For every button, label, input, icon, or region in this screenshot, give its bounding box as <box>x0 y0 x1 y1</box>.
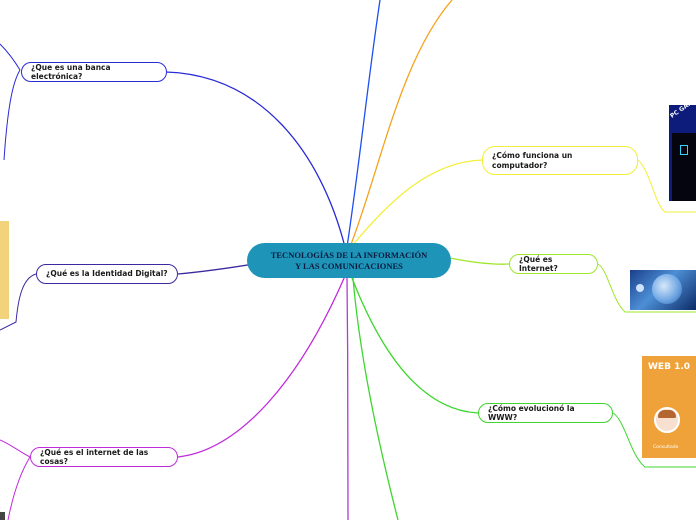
topic-como-funciona-computador[interactable]: ¿Cómo funciona un computador? <box>482 146 638 175</box>
topic-computador-label: ¿Cómo funciona un computador? <box>492 151 587 170</box>
avatar <box>654 407 680 433</box>
pc-case-led <box>680 145 688 155</box>
network-node-icon <box>636 284 644 292</box>
connector-bottom-green <box>353 278 398 520</box>
identidad-digital-image <box>0 221 9 319</box>
connector-internet <box>450 258 509 264</box>
connector-iot <box>178 276 345 457</box>
central-topic[interactable]: TECNOLOGÍAS DE LA INFORMACIÓN Y LAS COMU… <box>247 243 451 278</box>
connector-banca-left <box>4 70 20 160</box>
topic-www-label: ¿Cómo evolucionó la WWW? <box>488 404 603 423</box>
web-1-0-image: WEB 1.0 Consultado <box>642 356 696 458</box>
connector-banca-left2 <box>0 44 20 70</box>
topic-identidad-digital[interactable]: ¿Qué es la Identidad Digital? <box>36 264 178 284</box>
topic-banca-label: ¿Que es una banca electrónica? <box>31 63 157 82</box>
pc-case-front <box>672 133 696 201</box>
topic-identidad-label: ¿Qué es la Identidad Digital? <box>46 269 168 278</box>
topic-banca-electronica[interactable]: ¿Que es una banca electrónica? <box>21 62 167 82</box>
connector-www <box>352 278 478 413</box>
topic-evolucion-www[interactable]: ¿Cómo evolucionó la WWW? <box>478 403 613 423</box>
pc-case-label: PC GAM <box>669 105 695 120</box>
connector-top-orange <box>350 0 452 247</box>
topic-internet-de-las-cosas[interactable]: ¿Qué es el internet de las cosas? <box>30 447 178 467</box>
connector-iot-left2 <box>8 457 30 520</box>
pc-gaming-case-image: PC GAM <box>669 105 696 201</box>
internet-globe-image <box>630 270 696 310</box>
connector-banca <box>166 72 345 247</box>
avatar-hair <box>658 410 676 418</box>
web-title: WEB 1.0 <box>648 362 690 372</box>
connector-computador <box>352 160 482 246</box>
web-caption: Consultado <box>653 445 678 450</box>
iot-image-fragment <box>0 512 5 520</box>
central-topic-label: TECNOLOGÍAS DE LA INFORMACIÓN Y LAS COMU… <box>267 250 431 270</box>
connector-bottom-purple <box>347 278 348 520</box>
topic-que-es-internet[interactable]: ¿Qué es Internet? <box>509 254 598 274</box>
topic-iot-label: ¿Qué es el internet de las cosas? <box>40 448 168 467</box>
connector-iot-left <box>0 440 30 457</box>
topic-internet-label: ¿Qué es Internet? <box>519 255 588 274</box>
globe-icon <box>652 274 682 304</box>
